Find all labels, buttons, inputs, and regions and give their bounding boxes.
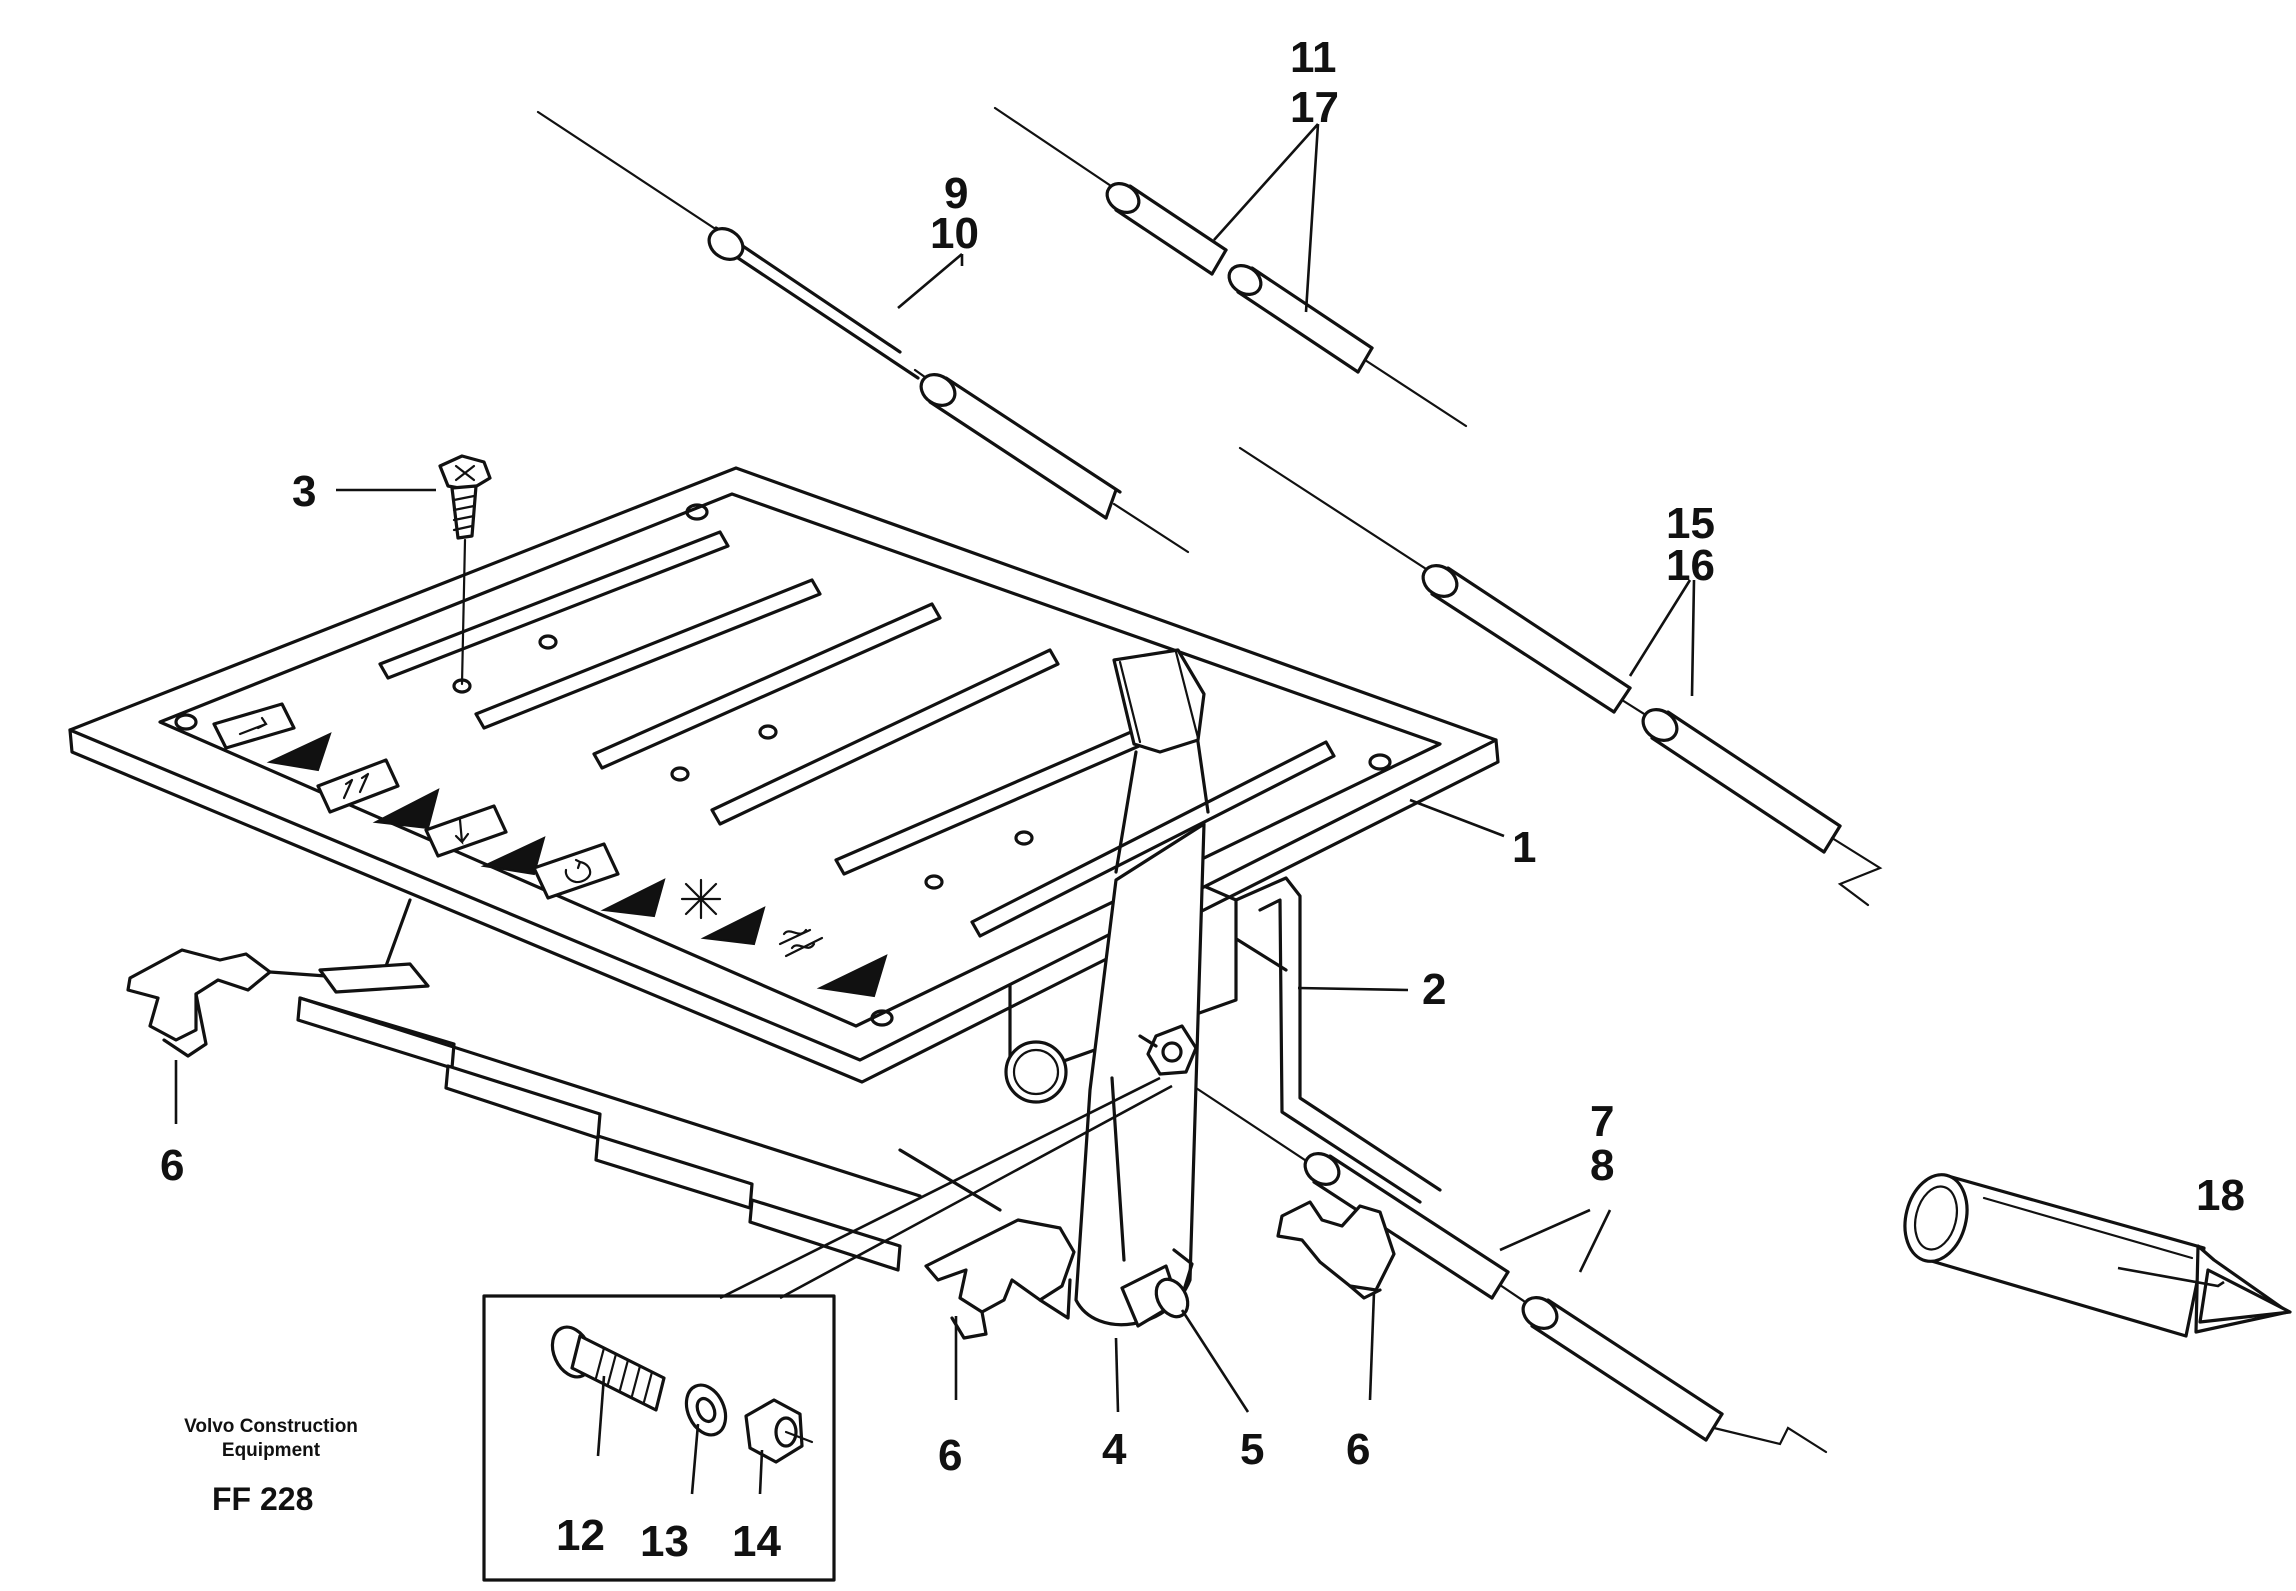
drawing-code: FF 228 xyxy=(212,1481,313,1517)
callout-15: 15 xyxy=(1666,499,1715,548)
callout-10: 10 xyxy=(930,209,979,258)
callout-3: 3 xyxy=(292,467,316,516)
callout-6-left: 6 xyxy=(160,1141,184,1190)
callout-5: 5 xyxy=(1240,1425,1264,1474)
sealant-tube-part-18 xyxy=(1903,1173,2292,1338)
brand-name: Volvo Construction xyxy=(184,1416,358,1437)
panel-mounting-holes xyxy=(174,503,1392,1027)
callout-14: 14 xyxy=(732,1517,781,1566)
inset-detail-box xyxy=(482,1076,1173,1582)
detail-nut-14 xyxy=(744,1398,814,1464)
callout-17: 17 xyxy=(1290,83,1339,132)
callout-1: 1 xyxy=(1512,823,1536,872)
leader-lines xyxy=(174,123,2225,1495)
bolt-part-3 xyxy=(438,454,492,686)
callout-8: 8 xyxy=(1590,1141,1614,1190)
callout-6-center: 6 xyxy=(938,1431,962,1480)
cable-part-11-17 xyxy=(993,106,1468,428)
pin-part-5 xyxy=(1120,1248,1194,1328)
pivot-bolt xyxy=(1138,1024,1198,1076)
cable-part-9-10 xyxy=(536,110,1190,554)
detail-washer-13 xyxy=(684,1383,728,1437)
heat-flow-icon xyxy=(778,928,824,958)
panel-control-symbols xyxy=(212,702,888,998)
callout-12: 12 xyxy=(556,1511,605,1560)
callout-16: 16 xyxy=(1666,541,1715,590)
callout-labels: 1 2 3 4 5 6 6 6 7 8 9 10 11 12 13 14 15 … xyxy=(160,33,2245,1566)
detail-pin-12 xyxy=(550,1325,666,1412)
callout-4: 4 xyxy=(1102,1425,1127,1474)
callout-13: 13 xyxy=(640,1517,689,1566)
cover-panel-part-1 xyxy=(68,466,1500,1084)
clip-part-6-right xyxy=(1276,1200,1396,1300)
callout-7: 7 xyxy=(1590,1097,1614,1146)
panel-slots xyxy=(378,530,1336,938)
callout-9: 9 xyxy=(944,169,968,218)
clip-part-6-center xyxy=(924,1218,1076,1340)
callout-18: 18 xyxy=(2196,1171,2245,1220)
cable-part-15-16 xyxy=(1238,446,1883,907)
brand-subtitle: Equipment xyxy=(222,1440,321,1461)
snowflake-icon xyxy=(680,878,722,920)
cable-part-7-8 xyxy=(1188,1082,1828,1454)
callout-11: 11 xyxy=(1290,33,1337,82)
clip-part-6-left xyxy=(126,948,430,1058)
callout-2: 2 xyxy=(1422,965,1446,1014)
brand-block: Volvo Construction Equipment FF 228 xyxy=(184,1416,358,1517)
callout-6-right: 6 xyxy=(1346,1425,1370,1474)
